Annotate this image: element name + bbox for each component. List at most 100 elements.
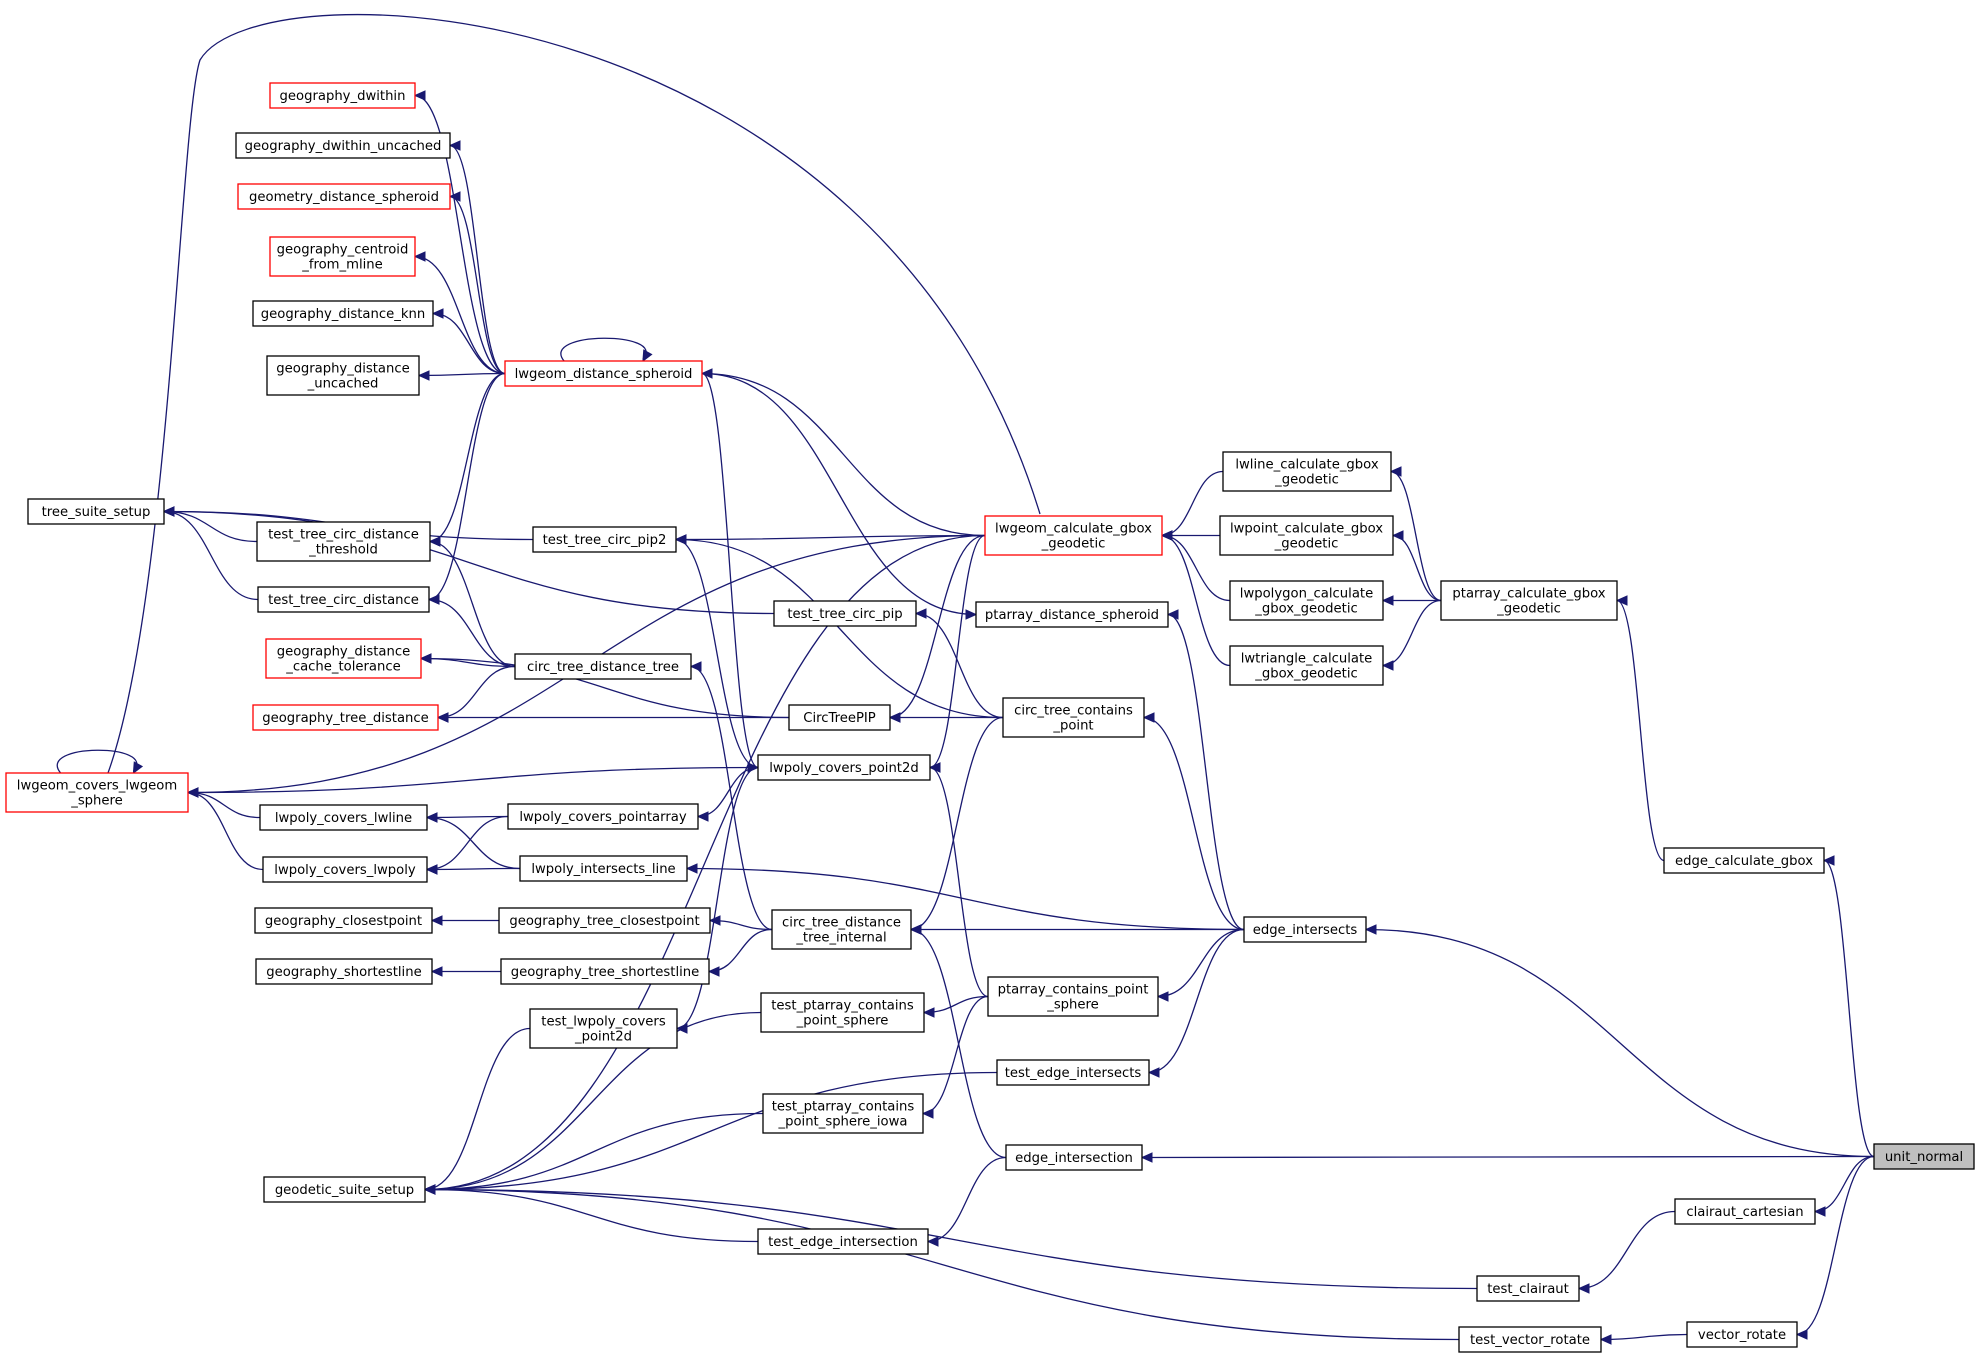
node-box (27, 498, 165, 525)
node-geography_dwithin[interactable]: geography_dwithin (269, 82, 416, 109)
node-box (519, 855, 688, 882)
node-geography_distance_knn[interactable]: geography_distance_knn (252, 300, 434, 327)
node-circ_tree_distance_tree[interactable]: circ_tree_distance_tree (514, 653, 692, 680)
node-edge_intersection[interactable]: edge_intersection (1005, 1144, 1143, 1171)
edge-path (1616, 599, 1665, 862)
node-vector_rotate[interactable]: vector_rotate (1686, 1321, 1798, 1348)
node-box (788, 704, 891, 731)
arrowhead (413, 251, 426, 262)
node-circ_tree_distance_tree_internal[interactable]: circ_tree_distance_tree_internal (771, 909, 912, 950)
node-geography_closestpoint[interactable]: geography_closestpoint (254, 907, 433, 934)
edge-path (676, 766, 759, 1030)
node-lwline_calculate_gbox_geodetic[interactable]: lwline_calculate_gbox_geodetic (1222, 451, 1392, 492)
node-geography_tree_closestpoint[interactable]: geography_tree_closestpoint (498, 907, 711, 934)
node-geography_shortestline[interactable]: geography_shortestline (255, 958, 433, 985)
node-unit_normal[interactable]: unit_normal (1873, 1143, 1975, 1170)
node-label: lwtriangle_calculate (1241, 652, 1373, 667)
arrowhead (1822, 855, 1835, 866)
node-test_edge_intersection[interactable]: test_edge_intersection (757, 1228, 929, 1255)
node-test_tree_circ_pip[interactable]: test_tree_circ_pip (773, 600, 917, 627)
arrowhead (1389, 466, 1402, 477)
arrowhead (926, 1236, 939, 1247)
edge-geography_tree_distance-to-CircTreePIP (436, 712, 789, 723)
node-test_ptarray_contains_point_sphere[interactable]: test_ptarray_contains_point_sphere (760, 992, 925, 1033)
node-test_tree_circ_distance[interactable]: test_tree_circ_distance (257, 586, 430, 613)
node-box (254, 907, 433, 934)
node-geography_centroid_from_mline[interactable]: geography_centroid_from_mline (269, 236, 416, 277)
node-label: _sphere (70, 794, 123, 809)
node-lwpoly_covers_lwpoly[interactable]: lwpoly_covers_lwpoly (262, 856, 428, 883)
node-test_lwpoly_covers_point2d[interactable]: test_lwpoly_covers_point2d (529, 1008, 678, 1049)
node-edge_calculate_gbox[interactable]: edge_calculate_gbox (1663, 847, 1825, 874)
edge-path (701, 372, 977, 616)
node-ptarray_calculate_gbox_geodetic[interactable]: ptarray_calculate_gbox_geodetic (1440, 580, 1618, 621)
node-test_tree_circ_distance_threshold[interactable]: test_tree_circ_distance_threshold (256, 521, 431, 562)
arrowhead (1166, 609, 1179, 620)
edge-path (428, 372, 506, 601)
edge-lwpoly_covers_point2d-to-lwgeom_calculate_gbox_geodetic (928, 534, 986, 773)
node-label: lwpoly_covers_lwpoly (274, 863, 416, 878)
arrowhead (436, 712, 449, 723)
edge-lwgeom_covers_lwgeom_sphere-to-lwgeom_covers_lwgeom_sphere (56, 749, 144, 775)
edge-test_edge_intersects-to-edge_intersects (1147, 928, 1245, 1078)
arrowhead (928, 762, 941, 773)
edge-path (187, 791, 264, 871)
arrowhead (888, 712, 901, 723)
edge-circ_tree_distance_tree-to-circ_tree_distance_tree_internal (689, 661, 773, 931)
node-clairaut_cartesian[interactable]: clairaut_cartesian (1674, 1198, 1816, 1225)
edge-path (1167, 613, 1245, 931)
edge-path (701, 372, 986, 537)
node-geometry_distance_spheroid[interactable]: geometry_distance_spheroid (237, 183, 451, 210)
edge-path (429, 372, 506, 543)
node-test_vector_rotate[interactable]: test_vector_rotate (1458, 1326, 1602, 1353)
node-test_edge_intersects[interactable]: test_edge_intersects (996, 1059, 1150, 1086)
node-geography_tree_shortestline[interactable]: geography_tree_shortestline (500, 958, 710, 985)
node-label: _gbox_geodetic (1254, 602, 1358, 617)
edge-path (910, 716, 1004, 931)
node-test_ptarray_contains_point_sphere_iowa[interactable]: test_ptarray_contains_point_sphere_iowa (762, 1093, 924, 1134)
node-lwpoly_covers_pointarray[interactable]: lwpoly_covers_pointarray (507, 803, 699, 830)
node-geography_distance_uncached[interactable]: geography_distance_uncached (266, 355, 420, 396)
arrowhead (1813, 1206, 1826, 1217)
node-lwgeom_distance_spheroid[interactable]: lwgeom_distance_spheroid (504, 360, 703, 387)
edge-lwgeom_calculate_gbox_geodetic-to-lwtriangle_calculate_gbox_geodetic (1160, 530, 1231, 667)
node-box (773, 600, 917, 627)
node-lwgeom_covers_lwgeom_sphere[interactable]: lwgeom_covers_lwgeom_sphere (5, 772, 189, 813)
node-label: lwpoint_calculate_gbox (1230, 522, 1383, 537)
node-tree_suite_setup[interactable]: tree_suite_setup (27, 498, 165, 525)
edge-path (429, 540, 516, 668)
node-edge_intersects[interactable]: edge_intersects (1243, 916, 1367, 943)
edge-geography_tree_distance-to-circ_tree_distance_tree (436, 665, 516, 723)
node-box (263, 1176, 426, 1203)
node-lwgeom_calculate_gbox_geodetic[interactable]: lwgeom_calculate_gbox_geodetic (984, 515, 1163, 556)
node-geography_distance_cache_tolerance[interactable]: geography_distance_cache_tolerance (265, 638, 422, 679)
node-box (256, 521, 431, 562)
edge-path (690, 665, 773, 931)
node-test_tree_circ_pip2[interactable]: test_tree_circ_pip2 (532, 526, 677, 553)
node-label: _gbox_geodetic (1254, 667, 1358, 682)
edge-path (1365, 928, 1875, 1158)
node-lwpoly_covers_lwline[interactable]: lwpoly_covers_lwline (259, 804, 428, 831)
node-ptarray_distance_spheroid[interactable]: ptarray_distance_spheroid (975, 601, 1169, 628)
node-geography_tree_distance[interactable]: geography_tree_distance (252, 704, 439, 731)
node-label: circ_tree_distance_tree (527, 660, 679, 675)
edge-test_tree_circ_distance-to-circ_tree_distance_tree (427, 594, 516, 668)
node-CircTreePIP[interactable]: CircTreePIP (788, 704, 891, 731)
node-lwpoly_intersects_line[interactable]: lwpoly_intersects_line (519, 855, 688, 882)
node-lwpoly_covers_point2d[interactable]: lwpoly_covers_point2d (757, 754, 931, 781)
edge-path (163, 510, 259, 601)
node-lwpolygon_calculate_gbox_geodetic[interactable]: lwpolygon_calculate_gbox_geodetic (1229, 580, 1384, 621)
arrowhead (965, 609, 978, 620)
node-geodetic_suite_setup[interactable]: geodetic_suite_setup (263, 1176, 426, 1203)
node-test_clairaut[interactable]: test_clairaut (1476, 1275, 1580, 1302)
node-lwtriangle_calculate_gbox_geodetic[interactable]: lwtriangle_calculate_gbox_geodetic (1229, 645, 1384, 686)
node-box (1663, 847, 1825, 874)
node-lwpoint_calculate_gbox_geodetic[interactable]: lwpoint_calculate_gbox_geodetic (1219, 515, 1394, 556)
node-box (1873, 1143, 1975, 1170)
node-geography_dwithin_uncached[interactable]: geography_dwithin_uncached (235, 132, 451, 159)
node-ptarray_contains_point_sphere[interactable]: ptarray_contains_point_sphere (987, 976, 1159, 1017)
node-box (262, 856, 428, 883)
edge-test_ptarray_contains_point_sphere-to-ptarray_contains_point_sphere (922, 995, 989, 1018)
arrowhead (1599, 1334, 1612, 1345)
node-circ_tree_contains_point[interactable]: circ_tree_contains_point (1002, 697, 1145, 738)
